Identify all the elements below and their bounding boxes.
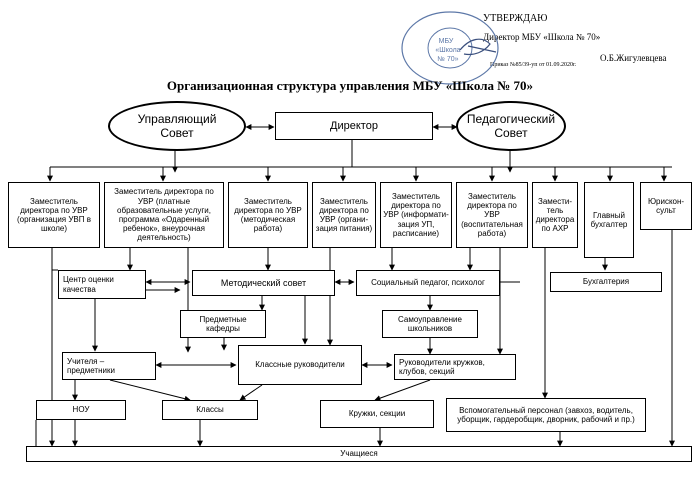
students-node: Учащиеся (26, 446, 692, 462)
support-staff-node: Вспомогательный персонал (завхоз, водите… (446, 398, 646, 432)
club-leaders-node: Руководители кружков, клубов, секций (394, 354, 516, 380)
subject-teachers-node: Учителя – предметники (62, 352, 156, 380)
pedagogical-council-node: Педагогический Совет (456, 101, 566, 151)
deputy-catering-node: Заместитель директора по УВР (органи-зац… (312, 182, 376, 248)
legal-adviser-node: Юрискон-сульт (640, 182, 692, 230)
deputy-educational-node: Заместитель директора по УВР (воспитател… (456, 182, 528, 248)
self-government-node: Самоуправление школьников (382, 310, 478, 338)
methodical-council-node: Методический совет (192, 270, 335, 296)
accounting-node: Бухгалтерия (550, 272, 662, 292)
clubs-node: Кружки, секции (320, 400, 434, 428)
signature-scribble (459, 38, 497, 56)
classes-node: Классы (162, 400, 258, 420)
stamp-line-1: МБУ (439, 38, 454, 45)
official-stamp: МБУ «Школа № 70» (401, 11, 499, 85)
nou-node: НОУ (36, 400, 126, 420)
deputy-ahr-node: Замести-тель директора по АХР (532, 182, 578, 248)
class-teachers-node: Классные руководители (238, 345, 362, 385)
stamp-line-3: № 70» (437, 56, 458, 63)
approval-heading: УТВЕРЖДАЮ (483, 13, 548, 24)
approval-position: Директор МБУ «Школа № 70» (483, 32, 601, 42)
deputy-paid-services-node: Заместитель директора по УВР (платные об… (104, 182, 224, 248)
deputy-methodical-node: Заместитель директора по УВР (методическ… (228, 182, 308, 248)
director-node: Директор (275, 112, 433, 140)
page-title: Организационная структура управления МБУ… (166, 78, 534, 93)
social-teacher-node: Социальный педагог, психолог (356, 270, 500, 296)
quality-center-node: Центр оценки качества (58, 270, 146, 299)
approval-order: Приказ №85/39-уп от 01.09.2020г. (490, 62, 577, 68)
deputy-informatization-node: Заместитель директора по УВР (информати-… (380, 182, 452, 248)
stamp-line-2: «Школа (435, 47, 460, 54)
governing-council-node: Управляющий Совет (108, 101, 246, 151)
chief-accountant-node: Главный бухгалтер (584, 182, 634, 258)
subject-departments-node: Предметные кафедры (180, 310, 266, 338)
approval-signatory: О.Б.Жигулевцева (600, 53, 667, 63)
deputy-uvp-node: Заместитель директора по УВР (организаци… (8, 182, 100, 248)
